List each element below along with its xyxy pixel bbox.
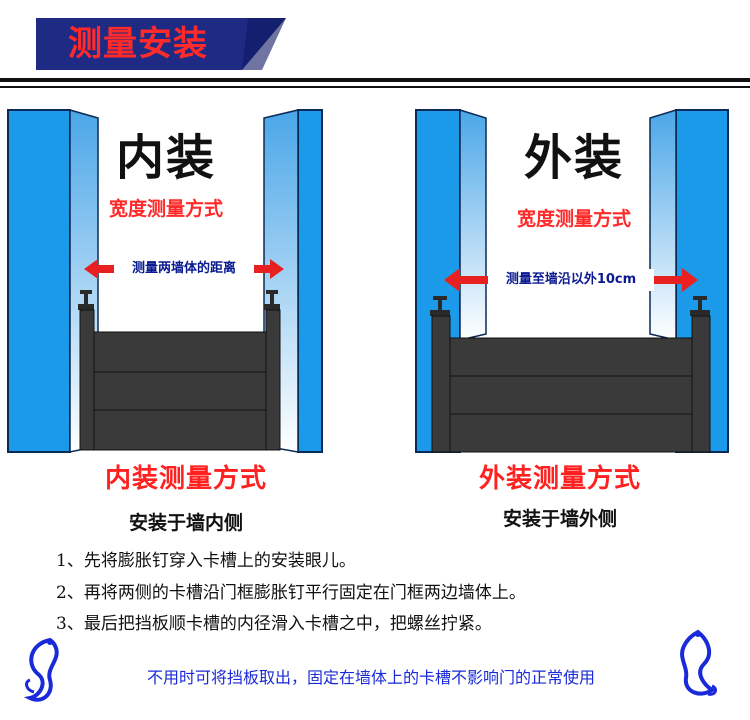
inner-caption-sub: 安装于墙内侧 bbox=[128, 512, 243, 534]
inner-subtitle: 宽度测量方式 bbox=[108, 198, 223, 220]
left-wall bbox=[7, 109, 71, 453]
inner-install-diagram: 内装 宽度测量方式 测量两墙体的距离 bbox=[6, 104, 326, 462]
outer-title: 外装 bbox=[523, 130, 624, 186]
step-1: 1、先将膨胀钉穿入卡槽上的安装眼儿。 bbox=[56, 551, 356, 571]
ornament-swirl-icon bbox=[23, 637, 59, 702]
header-banner bbox=[36, 18, 286, 70]
header-rule bbox=[0, 78, 750, 82]
outer-subtitle: 宽度测量方式 bbox=[516, 208, 631, 230]
step-2: 2、再将两侧的卡槽沿门框膨胀钉平行固定在门框两边墙体上。 bbox=[56, 583, 526, 603]
ornament-swirl-icon bbox=[680, 629, 717, 696]
inner-caption: 内装测量方式 bbox=[104, 464, 267, 494]
step-3: 3、最后把挡板顺卡槽的内径滑入卡槽之中，把螺丝拧紧。 bbox=[56, 614, 492, 634]
bolt-icon bbox=[78, 290, 280, 310]
page-title: 测量安装 bbox=[68, 24, 208, 64]
right-wall bbox=[297, 109, 323, 453]
outer-install-diagram: 外装 宽度测量方式 测量至墙沿以外10cm bbox=[414, 104, 734, 462]
inner-title: 内装 bbox=[115, 130, 216, 186]
outer-caption: 外装测量方式 bbox=[478, 464, 641, 494]
outer-caption-sub: 安装于墙外侧 bbox=[502, 508, 617, 530]
usage-note: 不用时可将挡板取出，固定在墙体上的卡槽不影响门的正常使用 bbox=[146, 668, 595, 687]
header-rule-thin bbox=[0, 86, 750, 88]
inner-arrow-text: 测量两墙体的距离 bbox=[114, 258, 254, 280]
bolt-icon bbox=[430, 296, 710, 316]
outer-install-illustration bbox=[415, 108, 729, 453]
outer-arrow-text: 测量至墙沿以外10cm bbox=[488, 269, 654, 291]
inner-install-illustration bbox=[7, 109, 323, 453]
